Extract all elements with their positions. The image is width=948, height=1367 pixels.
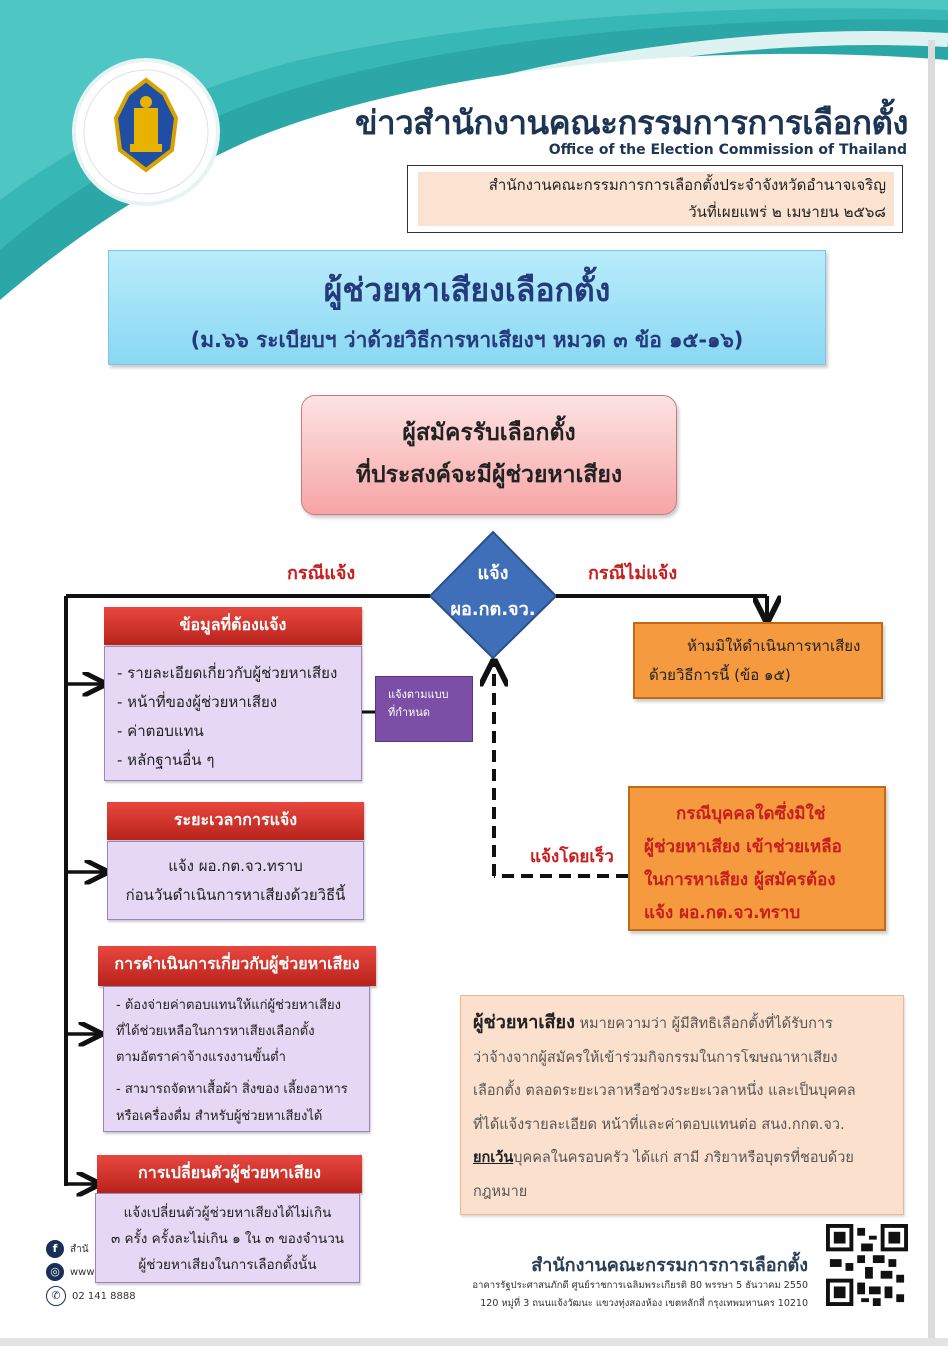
info-heading: ข้อมูลที่ต้องแจ้ง: [104, 607, 362, 645]
change-body: แจ้งเปลี่ยนตัวผู้ช่วยหาเสียงได้ไม่เกิน ๓…: [95, 1193, 360, 1283]
facebook-contact[interactable]: f สำนั: [46, 1240, 108, 1258]
definition-text: กฎหมาย: [473, 1183, 528, 1200]
info-item: - ค่าตอบแทน: [117, 722, 204, 740]
candidate-line: ผู้สมัครรับเลือกตั้ง: [402, 420, 576, 446]
definition-except: ยกเว้น: [473, 1150, 514, 1166]
period-line: ก่อนวันดำเนินการหาเสียงด้วยวิธีนี้: [125, 886, 346, 904]
emblem-icon: [83, 69, 209, 195]
candidate-box: ผู้สมัครรับเลือกตั้ง ที่ประสงค์จะมีผู้ช่…: [301, 395, 677, 515]
case-not-notify-label: กรณีไม่แจ้ง: [588, 563, 678, 584]
period-heading: ระยะเวลาการแจ้ง: [107, 802, 364, 840]
decision-line: ผอ.กต.จว.: [450, 599, 536, 620]
web-contact[interactable]: ◎ www: [46, 1263, 108, 1281]
notify-fast-label: แจ้งโดยเร็ว: [530, 847, 614, 867]
footer-address-line: 120 หมู่ที่ 3 ถนนแจ้งวัฒนะ แขวงทุ่งสองห้…: [480, 1298, 808, 1309]
change-heading: การเปลี่ยนตัวผู้ช่วยหาเสียง: [97, 1155, 362, 1193]
office-name: สำนักงานคณะกรรมการการเลือกตั้งประจำจังหว…: [488, 176, 886, 194]
operation-line: - ต้องจ่ายค่าตอบแทนให้แก่ผู้ช่วยหาเสียง: [116, 998, 342, 1013]
title-main: ผู้ช่วยหาเสียงเลือกตั้ง: [323, 271, 611, 309]
page-subtitle: Office of the Election Commission of Tha…: [548, 142, 907, 158]
operation-body: - ต้องจ่ายค่าตอบแทนให้แก่ผู้ช่วยหาเสียง …: [103, 986, 370, 1132]
decision-diamond: [428, 530, 558, 660]
form-note-line: ที่กำหนด: [388, 706, 431, 719]
footer-office-name: สำนักงานคณะกรรมการการเลือกตั้ง: [531, 1255, 808, 1276]
prohibited-box: ห้ามมิให้ดำเนินการหาเสียง ด้วยวิธีการนี้…: [633, 622, 883, 699]
phone-icon: ✆: [46, 1286, 66, 1306]
qr-code-icon[interactable]: [826, 1224, 908, 1306]
phone-text: 02 141 8888: [72, 1291, 136, 1302]
web-text: www: [70, 1267, 95, 1278]
definition-text: บุคคลในครอบครัว ได้แก่ สามี ภริยาหรือบุต…: [513, 1150, 854, 1166]
definition-text: ว่าจ้างจากผู้สมัครให้เข้าร่วมกิจกรรมในกา…: [473, 1049, 838, 1066]
definition-term: ผู้ช่วยหาเสียง: [473, 1012, 575, 1033]
operation-line: ตามอัตราค่าจ้างแรงงานขั้นต่ำ: [116, 1050, 286, 1065]
logo: [76, 62, 216, 202]
change-line: แจ้งเปลี่ยนตัวผู้ช่วยหาเสียงได้ไม่เกิน: [123, 1205, 332, 1221]
info-item: - หลักฐานอื่น ๆ: [117, 751, 215, 769]
footer-address-line: อาคารรัฐประศาสนภักดี ศูนย์ราชการเฉลิมพระ…: [472, 1280, 808, 1291]
period-body: แจ้ง ผอ.กต.จว.ทราบ ก่อนวันดำเนินการหาเสี…: [107, 841, 364, 920]
form-note-line: แจ้งตามแบบ: [388, 688, 449, 701]
publish-info-box: สำนักงานคณะกรรมการการเลือกตั้งประจำจังหว…: [407, 165, 903, 233]
change-line: ๓ ครั้ง ครั้งละไม่เกิน ๑ ใน ๓ ของจำนวน: [110, 1231, 345, 1247]
title-sub: (ม.๖๖ ระเบียบฯ ว่าด้วยวิธีการหาเสียงฯ หม…: [190, 328, 744, 352]
definition-text: ที่ได้แจ้งรายละเอียด หน้าที่และค่าตอบแทน…: [473, 1116, 845, 1133]
decision-label: แจ้ง ผอ.กต.จว.: [430, 556, 556, 628]
publish-date: วันที่เผยแพร่ ๒ เมษายน ๒๕๖๘: [688, 203, 886, 221]
candidate-line: ที่ประสงค์จะมีผู้ช่วยหาเสียง: [355, 462, 623, 488]
prohibited-line: ห้ามมิให้ดำเนินการหาเสียง: [687, 637, 861, 655]
exception-line: ผู้ช่วยหาเสียง เข้าช่วยเหลือ: [644, 837, 842, 857]
operation-line: - สามารถจัดหาเสื้อผ้า สิ่งของ เลี้ยงอาหา…: [116, 1082, 348, 1097]
exception-line: ในการหาเสียง ผู้สมัครต้อง: [644, 870, 836, 890]
globe-icon: ◎: [46, 1263, 64, 1281]
info-item: - รายละเอียดเกี่ยวกับผู้ช่วยหาเสียง: [117, 664, 338, 682]
form-note-box: แจ้งตามแบบ ที่กำหนด: [375, 676, 473, 742]
phone-contact[interactable]: ✆ 02 141 8888: [46, 1286, 146, 1306]
footer-address: อาคารรัฐประศาสนภักดี ศูนย์ราชการเฉลิมพระ…: [440, 1277, 808, 1313]
case-notify-label: กรณีแจ้ง: [287, 563, 356, 584]
prohibited-line: ด้วยวิธีการนี้ (ข้อ ๑๕): [649, 666, 791, 684]
info-item: - หน้าที่ของผู้ช่วยหาเสียง: [117, 693, 278, 711]
exception-box: กรณีบุคคลใดซึ่งมิใช่ ผู้ช่วยหาเสียง เข้า…: [628, 786, 886, 931]
facebook-icon: f: [46, 1240, 64, 1258]
operation-line: หรือเครื่องดื่ม สำหรับผู้ช่วยหาเสียงได้: [116, 1109, 323, 1124]
info-body: - รายละเอียดเกี่ยวกับผู้ช่วยหาเสียง - หน…: [104, 646, 362, 781]
title-banner: ผู้ช่วยหาเสียงเลือกตั้ง (ม.๖๖ ระเบียบฯ ว…: [108, 250, 826, 365]
decision-line: แจ้ง: [477, 563, 509, 584]
operation-heading: การดำเนินการเกี่ยวกับผู้ช่วยหาเสียง: [98, 946, 376, 986]
period-line: แจ้ง ผอ.กต.จว.ทราบ: [168, 857, 303, 875]
exception-line: กรณีบุคคลใดซึ่งมิใช่: [676, 804, 826, 824]
facebook-text: สำนั: [70, 1244, 89, 1255]
definition-text: หมายความว่า ผู้มีสิทธิเลือกตั้งที่ได้รับ…: [574, 1016, 833, 1032]
exception-line: แจ้ง ผอ.กต.จว.ทราบ: [644, 903, 801, 923]
definition-box: ผู้ช่วยหาเสียง หมายความว่า ผู้มีสิทธิเลื…: [460, 995, 904, 1215]
operation-line: ที่ได้ช่วยเหลือในการหาเสียงเลือกตั้ง: [116, 1024, 315, 1039]
page-title: ข่าวสำนักงานคณะกรรมการการเลือกตั้ง: [355, 103, 908, 142]
definition-text: เลือกตั้ง ตลอดระยะเวลาหรือช่วงระยะเวลาหน…: [473, 1083, 856, 1099]
change-line: ผู้ช่วยหาเสียงในการเลือกตั้งนั้น: [138, 1257, 317, 1273]
